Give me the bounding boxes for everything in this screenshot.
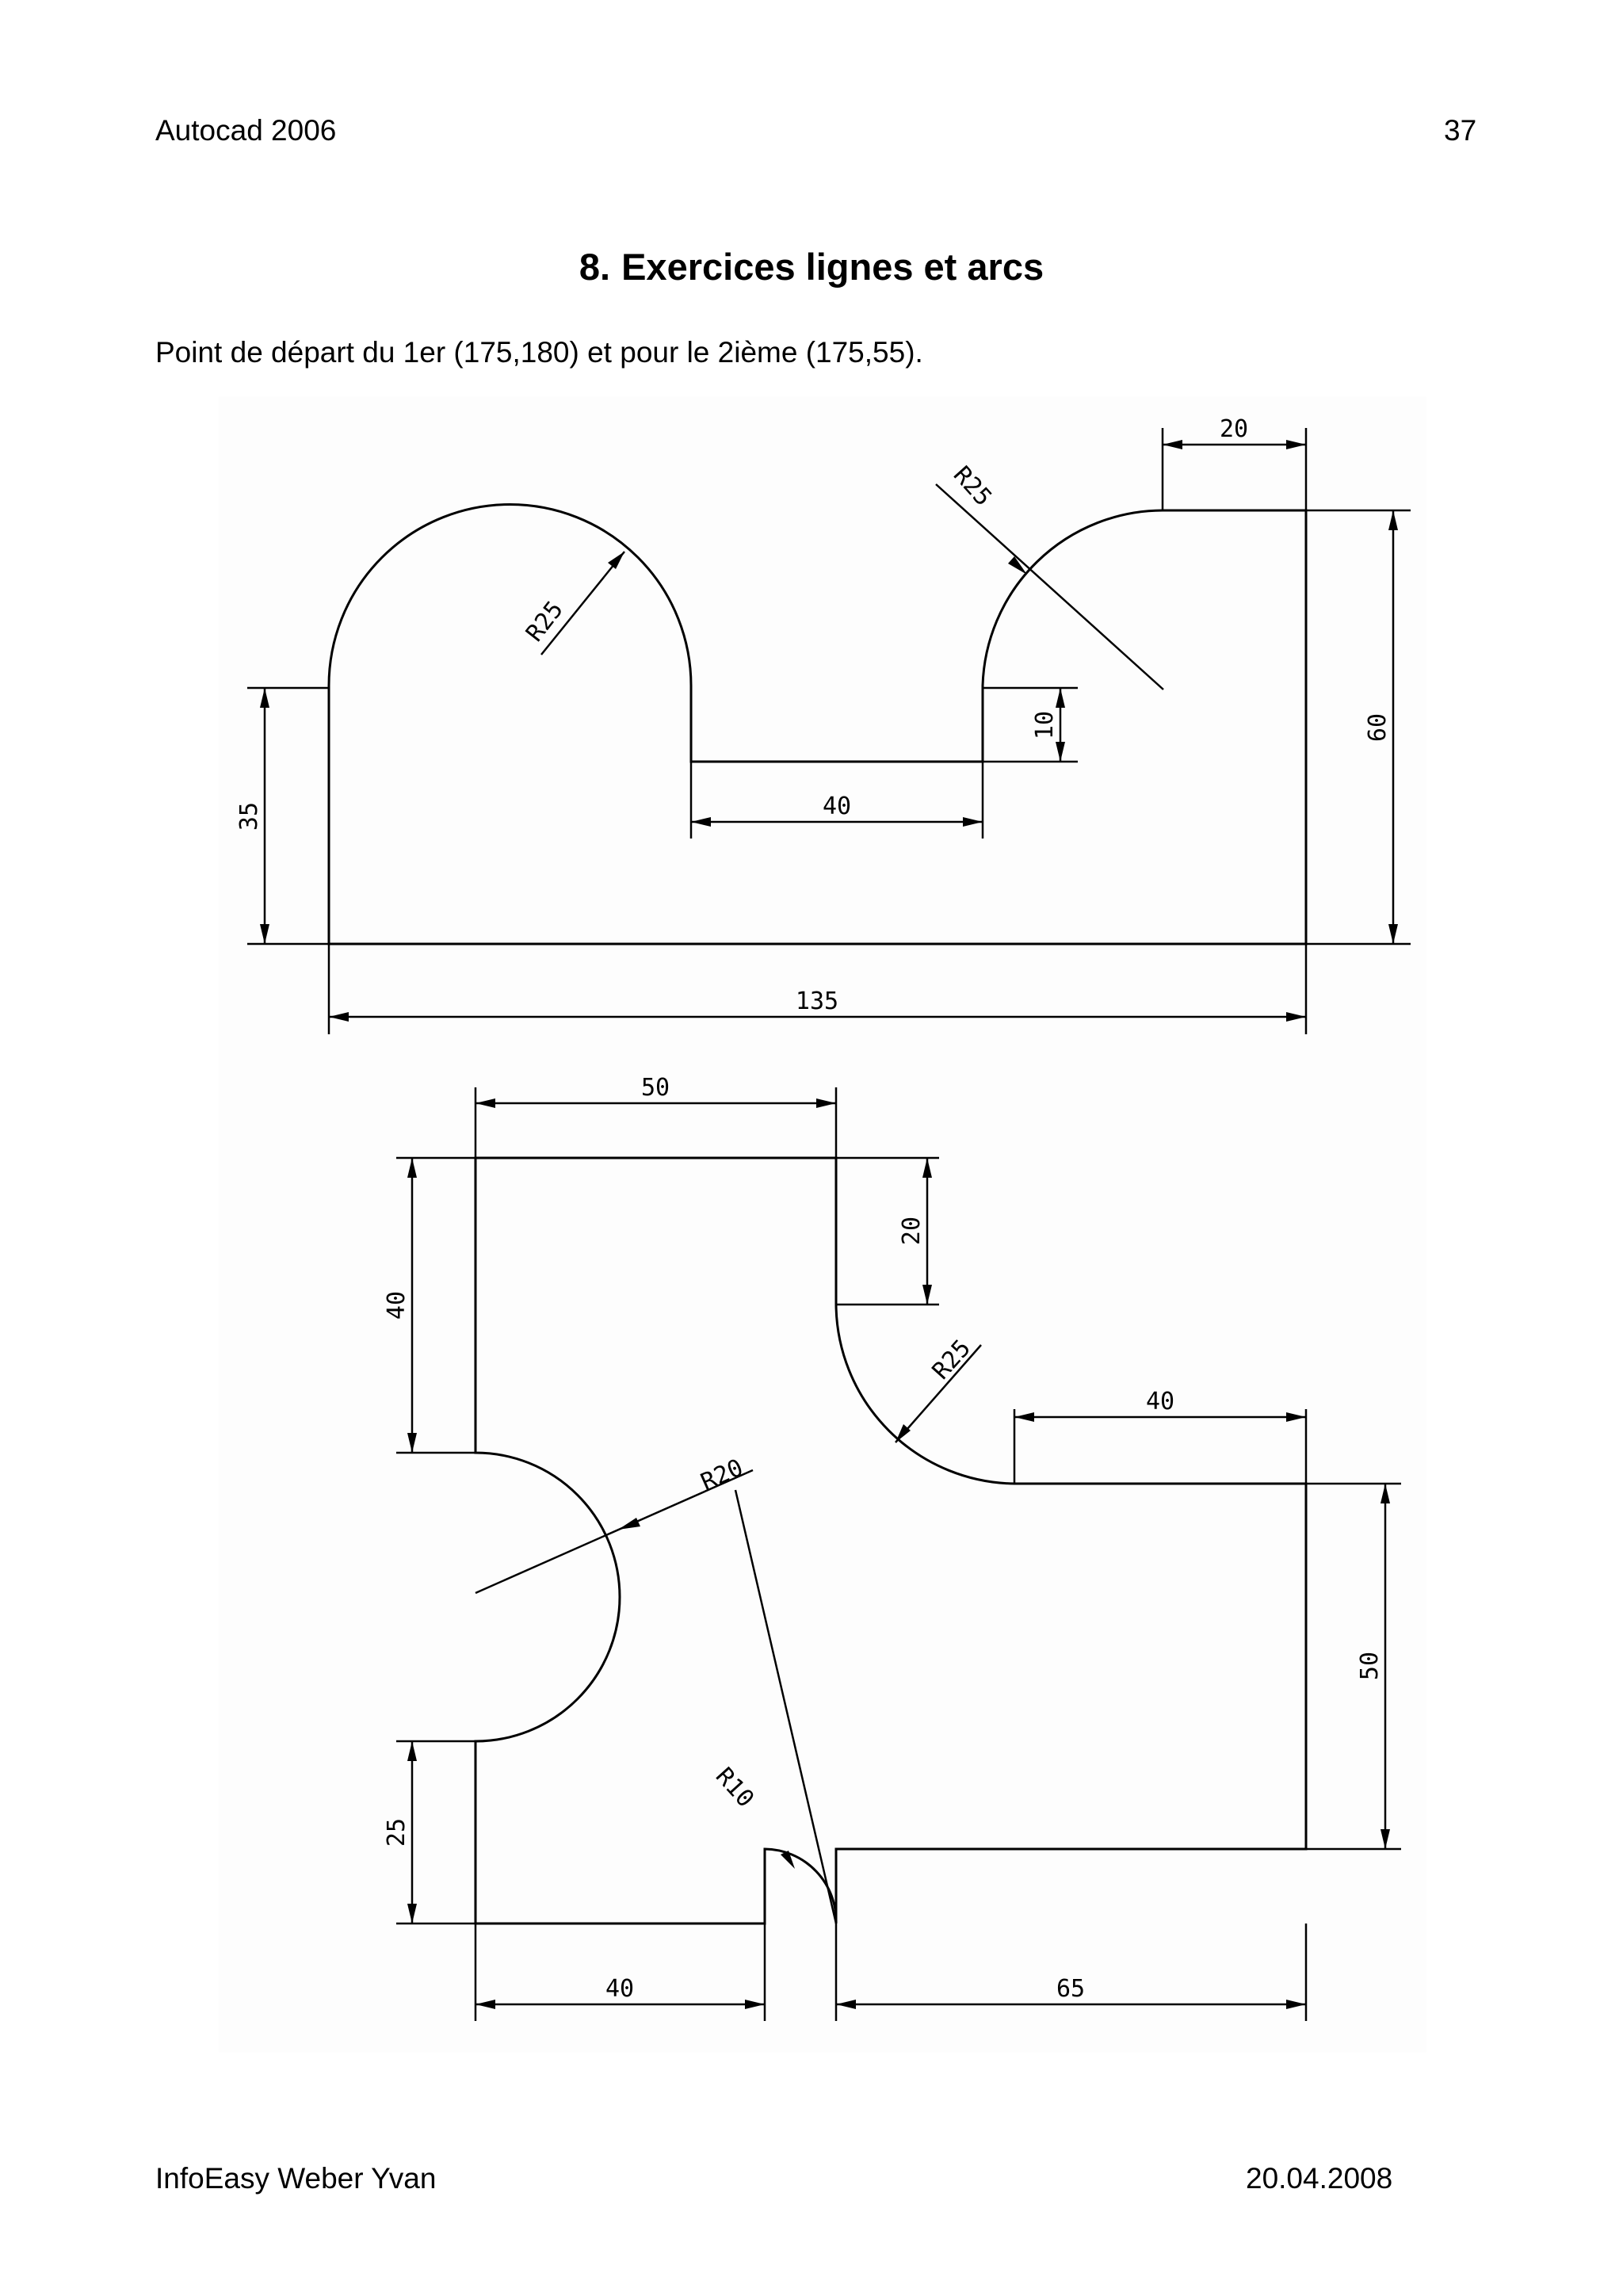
- drawing2-dim-height-left-bottom: 25: [383, 1818, 411, 1847]
- drawing1-dim-height-right: 60: [1364, 713, 1392, 742]
- drawing1-outline: [327, 503, 1308, 946]
- section-number: 8.: [579, 246, 611, 288]
- drawing2-dim-height-left-top: 40: [383, 1291, 411, 1320]
- drawing2-dim-notch-top: 20: [898, 1217, 926, 1245]
- footer-date: 20.04.2008: [1246, 2162, 1393, 2195]
- drawing1-arrows: [260, 440, 1398, 1022]
- footer-author: InfoEasy Weber Yvan: [155, 2162, 437, 2195]
- drawing2-dim-bottom-right-width: 65: [1056, 1975, 1085, 2003]
- drawing2-arrows: [407, 1098, 1390, 2009]
- drawing1-dim-notch-depth: 10: [1031, 711, 1059, 739]
- drawing1-dim-height-left: 35: [235, 802, 263, 831]
- drawing2-dim-height-right: 50: [1356, 1652, 1384, 1680]
- page-number: 37: [1444, 114, 1477, 147]
- drawing2-dim-top-width: 50: [641, 1074, 670, 1102]
- drawing2-dim-right-top-width: 40: [1146, 1388, 1174, 1415]
- drawing1-dim-total-width: 135: [796, 988, 838, 1015]
- drawing1-dim-top-width: 20: [1220, 415, 1248, 443]
- drawing1-dim-notch-width: 40: [823, 793, 851, 820]
- drawing2-dim-bottom-left-width: 40: [605, 1975, 634, 2003]
- header-title: Autocad 2006: [155, 114, 337, 147]
- drawing1-dimension-lines: [263, 443, 1395, 1018]
- drawing2-outline: [474, 1156, 1308, 1925]
- drawing2: 50 40 20 R25 40 R20 50 25 R10 40 65: [383, 1074, 1401, 2021]
- drawing2-dimension-lines: [411, 1102, 1387, 2006]
- intro-paragraph: Point de départ du 1er (175,180) et pour…: [155, 336, 923, 369]
- section-title: 8.Exercices lignes et arcs: [0, 248, 1623, 285]
- drawing1-background: [219, 396, 1426, 1046]
- drawing1-extension-lines: [247, 428, 1411, 1034]
- drawing2-background: [219, 1046, 1426, 2053]
- drawing2-extension-lines: [396, 1087, 1401, 2021]
- section-title-text: Exercices lignes et arcs: [621, 246, 1044, 288]
